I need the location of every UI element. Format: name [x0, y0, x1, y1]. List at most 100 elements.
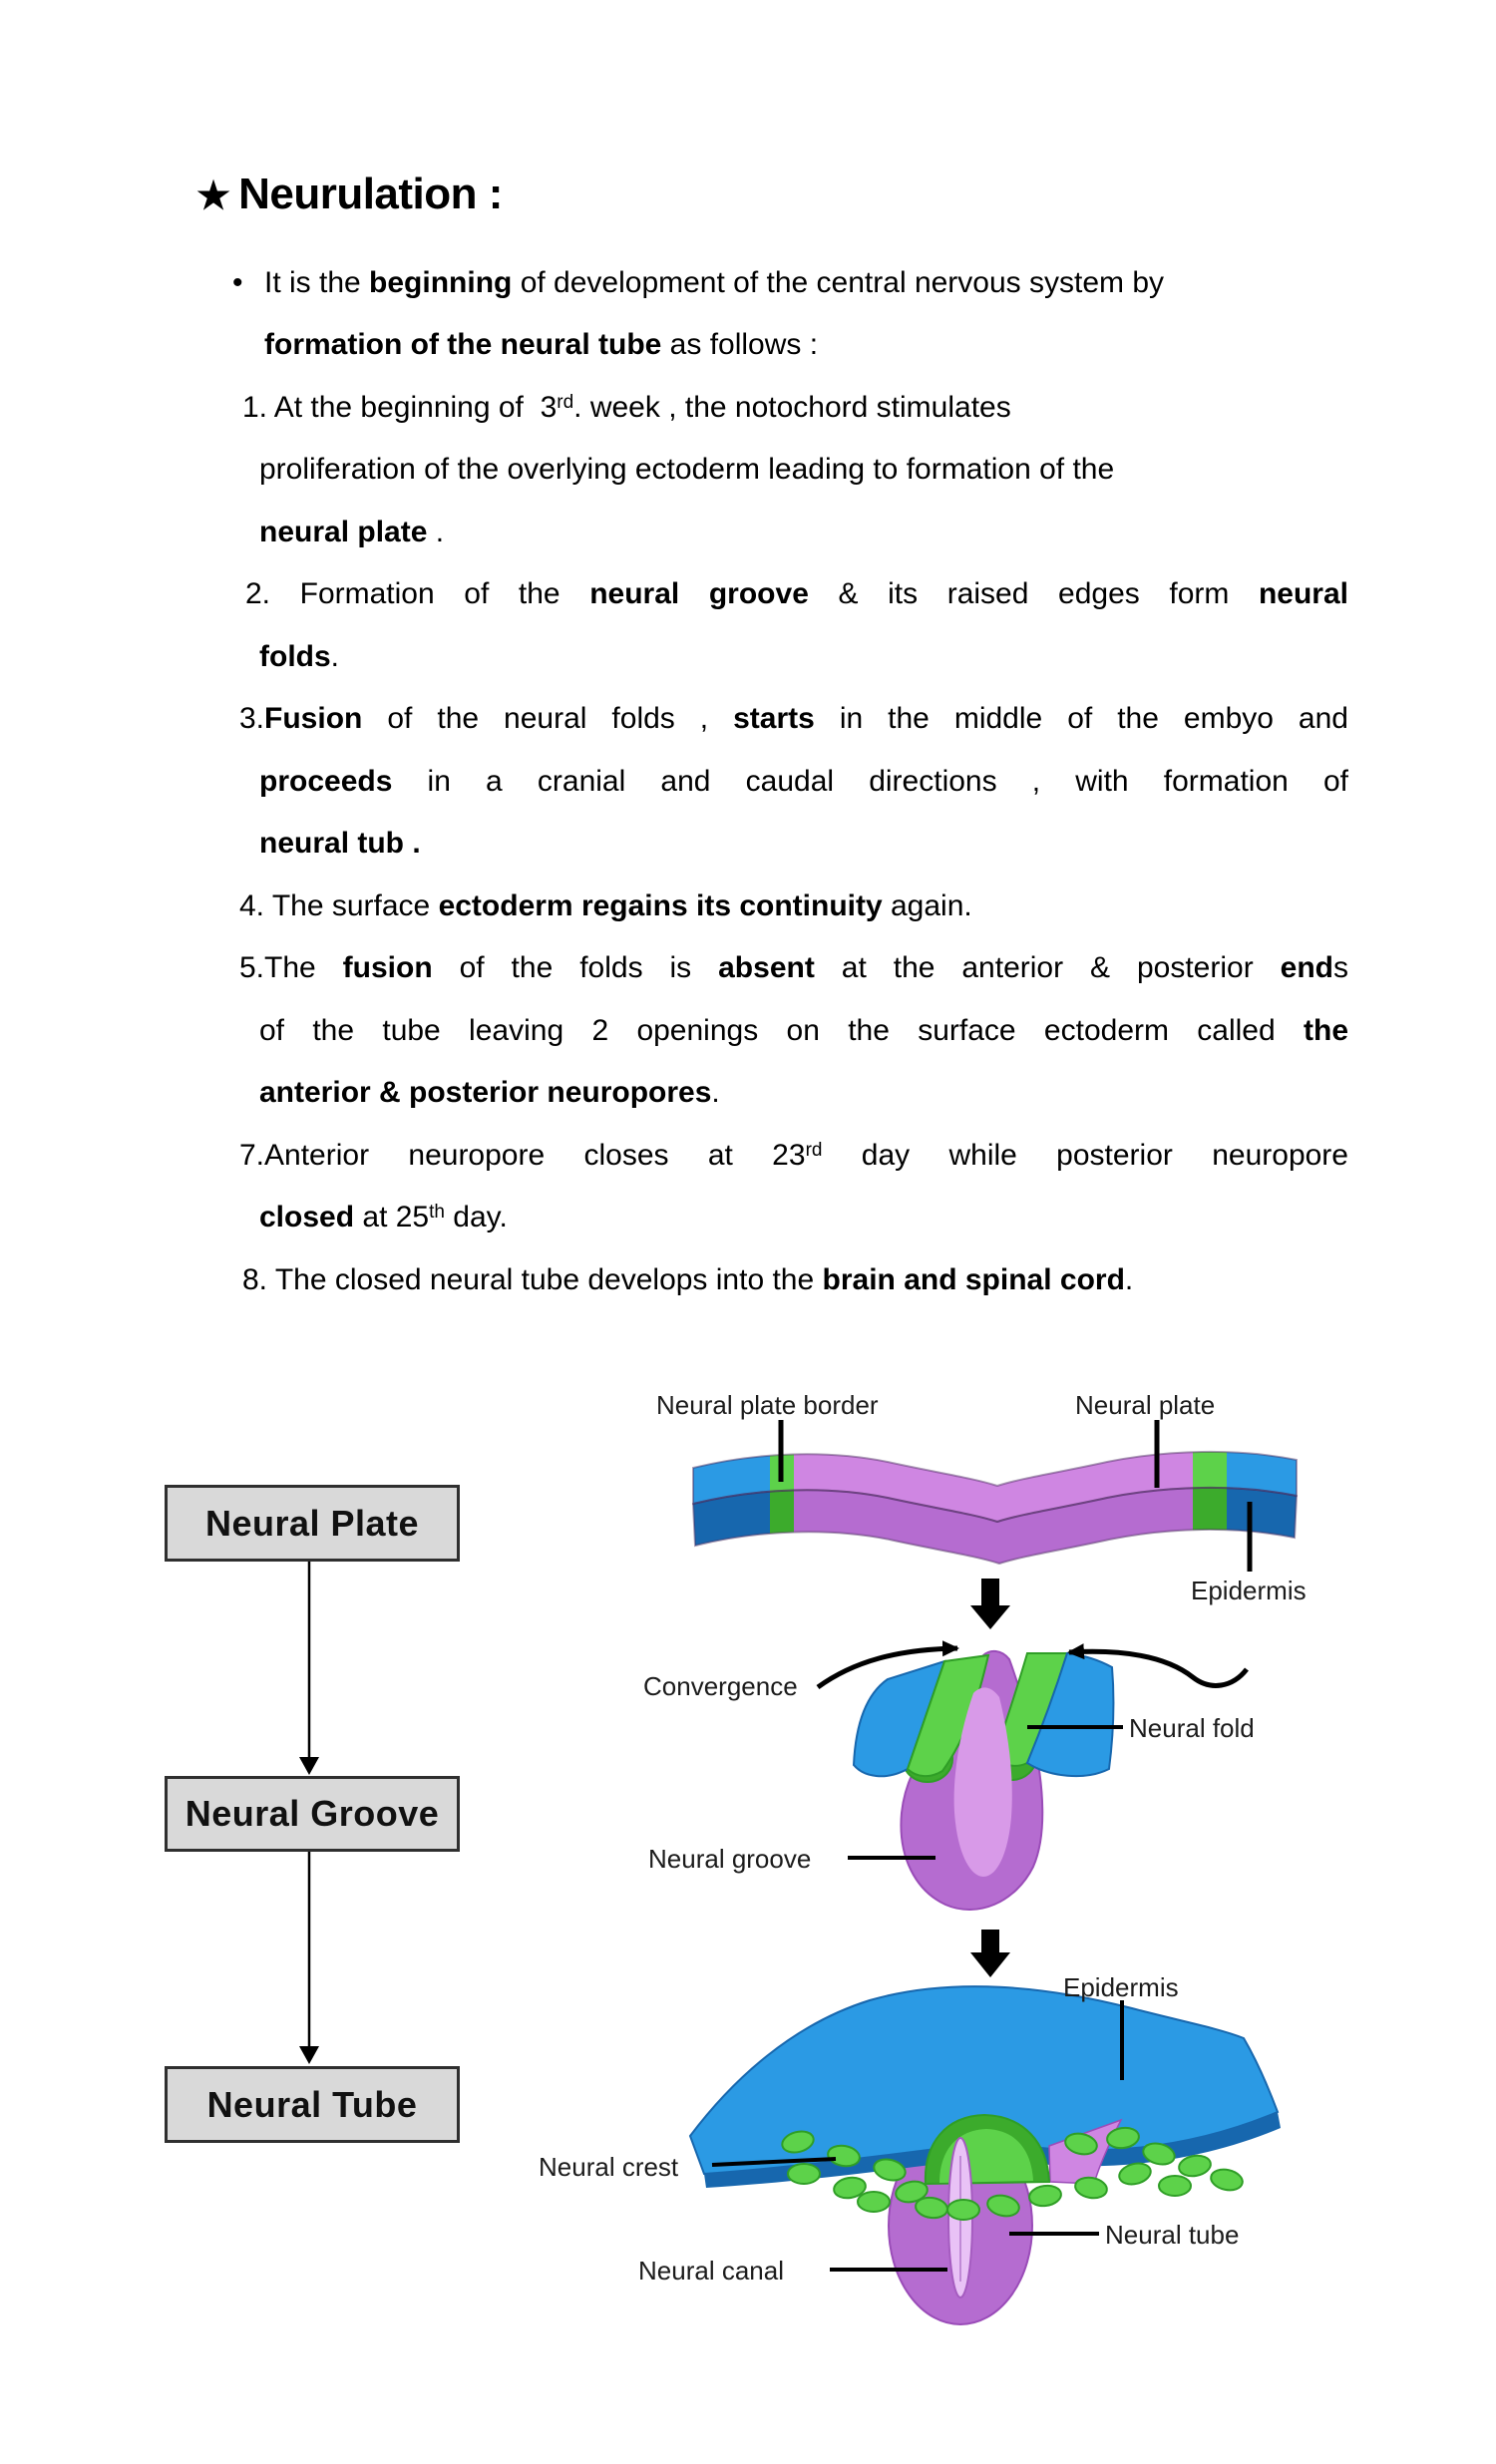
text-segment: neural tub . [259, 827, 421, 860]
text-segment: formation of the neural tube [264, 328, 662, 361]
text-segment: . week , the notochord stimulates [573, 391, 1011, 424]
neural-crest-cell [1210, 2168, 1244, 2192]
text-segment: ectoderm regains its continuity [438, 889, 883, 922]
text-segment: anterior & posterior neuropores [259, 1076, 712, 1109]
text-segment: . [1124, 1263, 1134, 1296]
right-fold-epidermis [1025, 1651, 1115, 1778]
text-segment: end [1280, 951, 1333, 984]
text-segment: of the tube leaving 2 openings on the su… [259, 1014, 1304, 1047]
text-segment: of the neural folds , [362, 702, 734, 735]
text-segment: proliferation of the overlying ectoderm … [259, 453, 1115, 486]
text-segment: Fusion [264, 702, 363, 735]
text-segment: day while posterior neuropore [822, 1139, 1348, 1172]
neural-crest-cell [1118, 2162, 1152, 2186]
epidermis-bottom-label: Epidermis [1063, 1972, 1179, 2002]
text-segment: neural [1258, 577, 1348, 610]
title-text: Neurulation : [238, 170, 503, 218]
text-segment: neural plate [259, 516, 428, 548]
doc-line-11: 4. The surface ectoderm regains its cont… [239, 887, 972, 925]
text-segment: 3. [239, 702, 265, 735]
doc-line-13: of the tube leaving 2 openings on the su… [259, 1012, 1348, 1050]
convergence-label: Convergence [643, 1671, 798, 1701]
neural-crest-cell [873, 2158, 907, 2182]
groove-interior [953, 1687, 1012, 1877]
text-segment: s [1333, 951, 1348, 984]
doc-line-4: proliferation of the overlying ectoderm … [259, 451, 1114, 489]
neural-crest-cell [1158, 2175, 1192, 2197]
text-segment: . [330, 640, 340, 673]
text-segment: beginning [369, 266, 513, 299]
text-segment: day. [444, 1201, 508, 1233]
text-segment: 4. The surface [239, 889, 439, 922]
text-segment: fusion [342, 951, 433, 984]
doc-line-12: 5.The fusion of the folds is absent at t… [239, 949, 1348, 987]
neural-crest-cell [946, 2199, 980, 2221]
text-segment: th [429, 1202, 445, 1223]
neural-crest-cell [787, 2163, 821, 2185]
doc-line-7: folds. [259, 638, 339, 676]
flowchart-arrows [299, 1562, 319, 2064]
text-segment: 2. Formation of the [245, 577, 590, 610]
neural-groove-stage [816, 1640, 1249, 1911]
neural-plate-stage [692, 1420, 1298, 1572]
text-segment: absent [718, 951, 815, 984]
convergence-arrow-right [1067, 1643, 1249, 1688]
text-segment: of the folds is [432, 951, 719, 984]
doc-line-3: 1. At the beginning of 3rd. week , the n… [242, 389, 1011, 427]
neural-crest-cell [833, 2176, 867, 2200]
neural-crest-cell [1142, 2142, 1176, 2166]
neural-crest-cell [1106, 2126, 1140, 2150]
text-segment: 8. The closed neural tube develops into … [242, 1263, 823, 1296]
neural-crest-cell [857, 2191, 891, 2213]
neural-crest-cell [781, 2130, 815, 2154]
neural-groove-box: Neural Groove [165, 1776, 460, 1852]
neural-tube-stage [688, 1985, 1281, 2325]
neural-crest-cell [1028, 2184, 1062, 2208]
neural-plate-label: Neural plate [1075, 1390, 1216, 1420]
doc-line-10: neural tub . [259, 825, 421, 863]
text-segment: 5.The [239, 951, 343, 984]
neural-fold-label: Neural fold [1129, 1713, 1255, 1743]
doc-line-6: 2. Formation of the neural groove & its … [245, 575, 1348, 613]
text-segment: starts [733, 702, 815, 735]
text-segment: . [427, 516, 445, 548]
text-segment: 1. At the beginning of 3 [242, 391, 558, 424]
text-segment: brain and spinal cord [822, 1263, 1125, 1296]
star-icon: ★ [196, 176, 231, 217]
text-segment: 7.Anterior neuropore closes at 23 [239, 1139, 806, 1172]
doc-line-5: neural plate . [259, 514, 444, 551]
doc-line-1: •It is the beginning of development of t… [232, 264, 1164, 302]
down-arrow-2 [970, 1930, 1010, 1977]
text-segment: It is the [264, 266, 370, 299]
neural-crest-cell [1064, 2132, 1098, 2156]
bullet-icon: • [232, 266, 243, 299]
text-segment: at the anterior & posterior [814, 951, 1281, 984]
text-segment: neural groove [589, 577, 809, 610]
text-segment: & its raised edges form [808, 577, 1259, 610]
neural-crest-cell [895, 2180, 929, 2204]
neural-crest-cell [1074, 2176, 1108, 2200]
text-segment: at 25 [354, 1201, 430, 1233]
neural-crest-cell [1178, 2154, 1212, 2178]
neural-crest-pointer [711, 2157, 837, 2167]
text-segment: in the middle of the embyo and [814, 702, 1348, 735]
neural-crest-cell [986, 2194, 1020, 2218]
neural-plate-border-label: Neural plate border [656, 1390, 879, 1420]
neural-plate-box: Neural Plate [165, 1485, 460, 1562]
text-segment: the [1304, 1014, 1348, 1047]
text-segment: proceeds [259, 765, 393, 798]
text-segment: . [711, 1076, 720, 1109]
text-segment: as follows : [661, 328, 819, 361]
neural-crest-label: Neural crest [539, 2152, 679, 2182]
epidermis-top-label: Epidermis [1191, 1576, 1307, 1605]
doc-line-2: formation of the neural tube as follows … [264, 326, 818, 364]
neural-tube-box: Neural Tube [165, 2066, 460, 2143]
down-arrow-1 [970, 1579, 1010, 1629]
doc-line-14: anterior & posterior neuropores. [259, 1074, 720, 1112]
text-segment: rd [557, 392, 574, 413]
text-segment: rd [805, 1140, 823, 1161]
neural-groove-label: Neural groove [648, 1844, 812, 1874]
text-segment: closed [259, 1201, 355, 1233]
doc-line-16: closed at 25th day. [259, 1199, 508, 1236]
